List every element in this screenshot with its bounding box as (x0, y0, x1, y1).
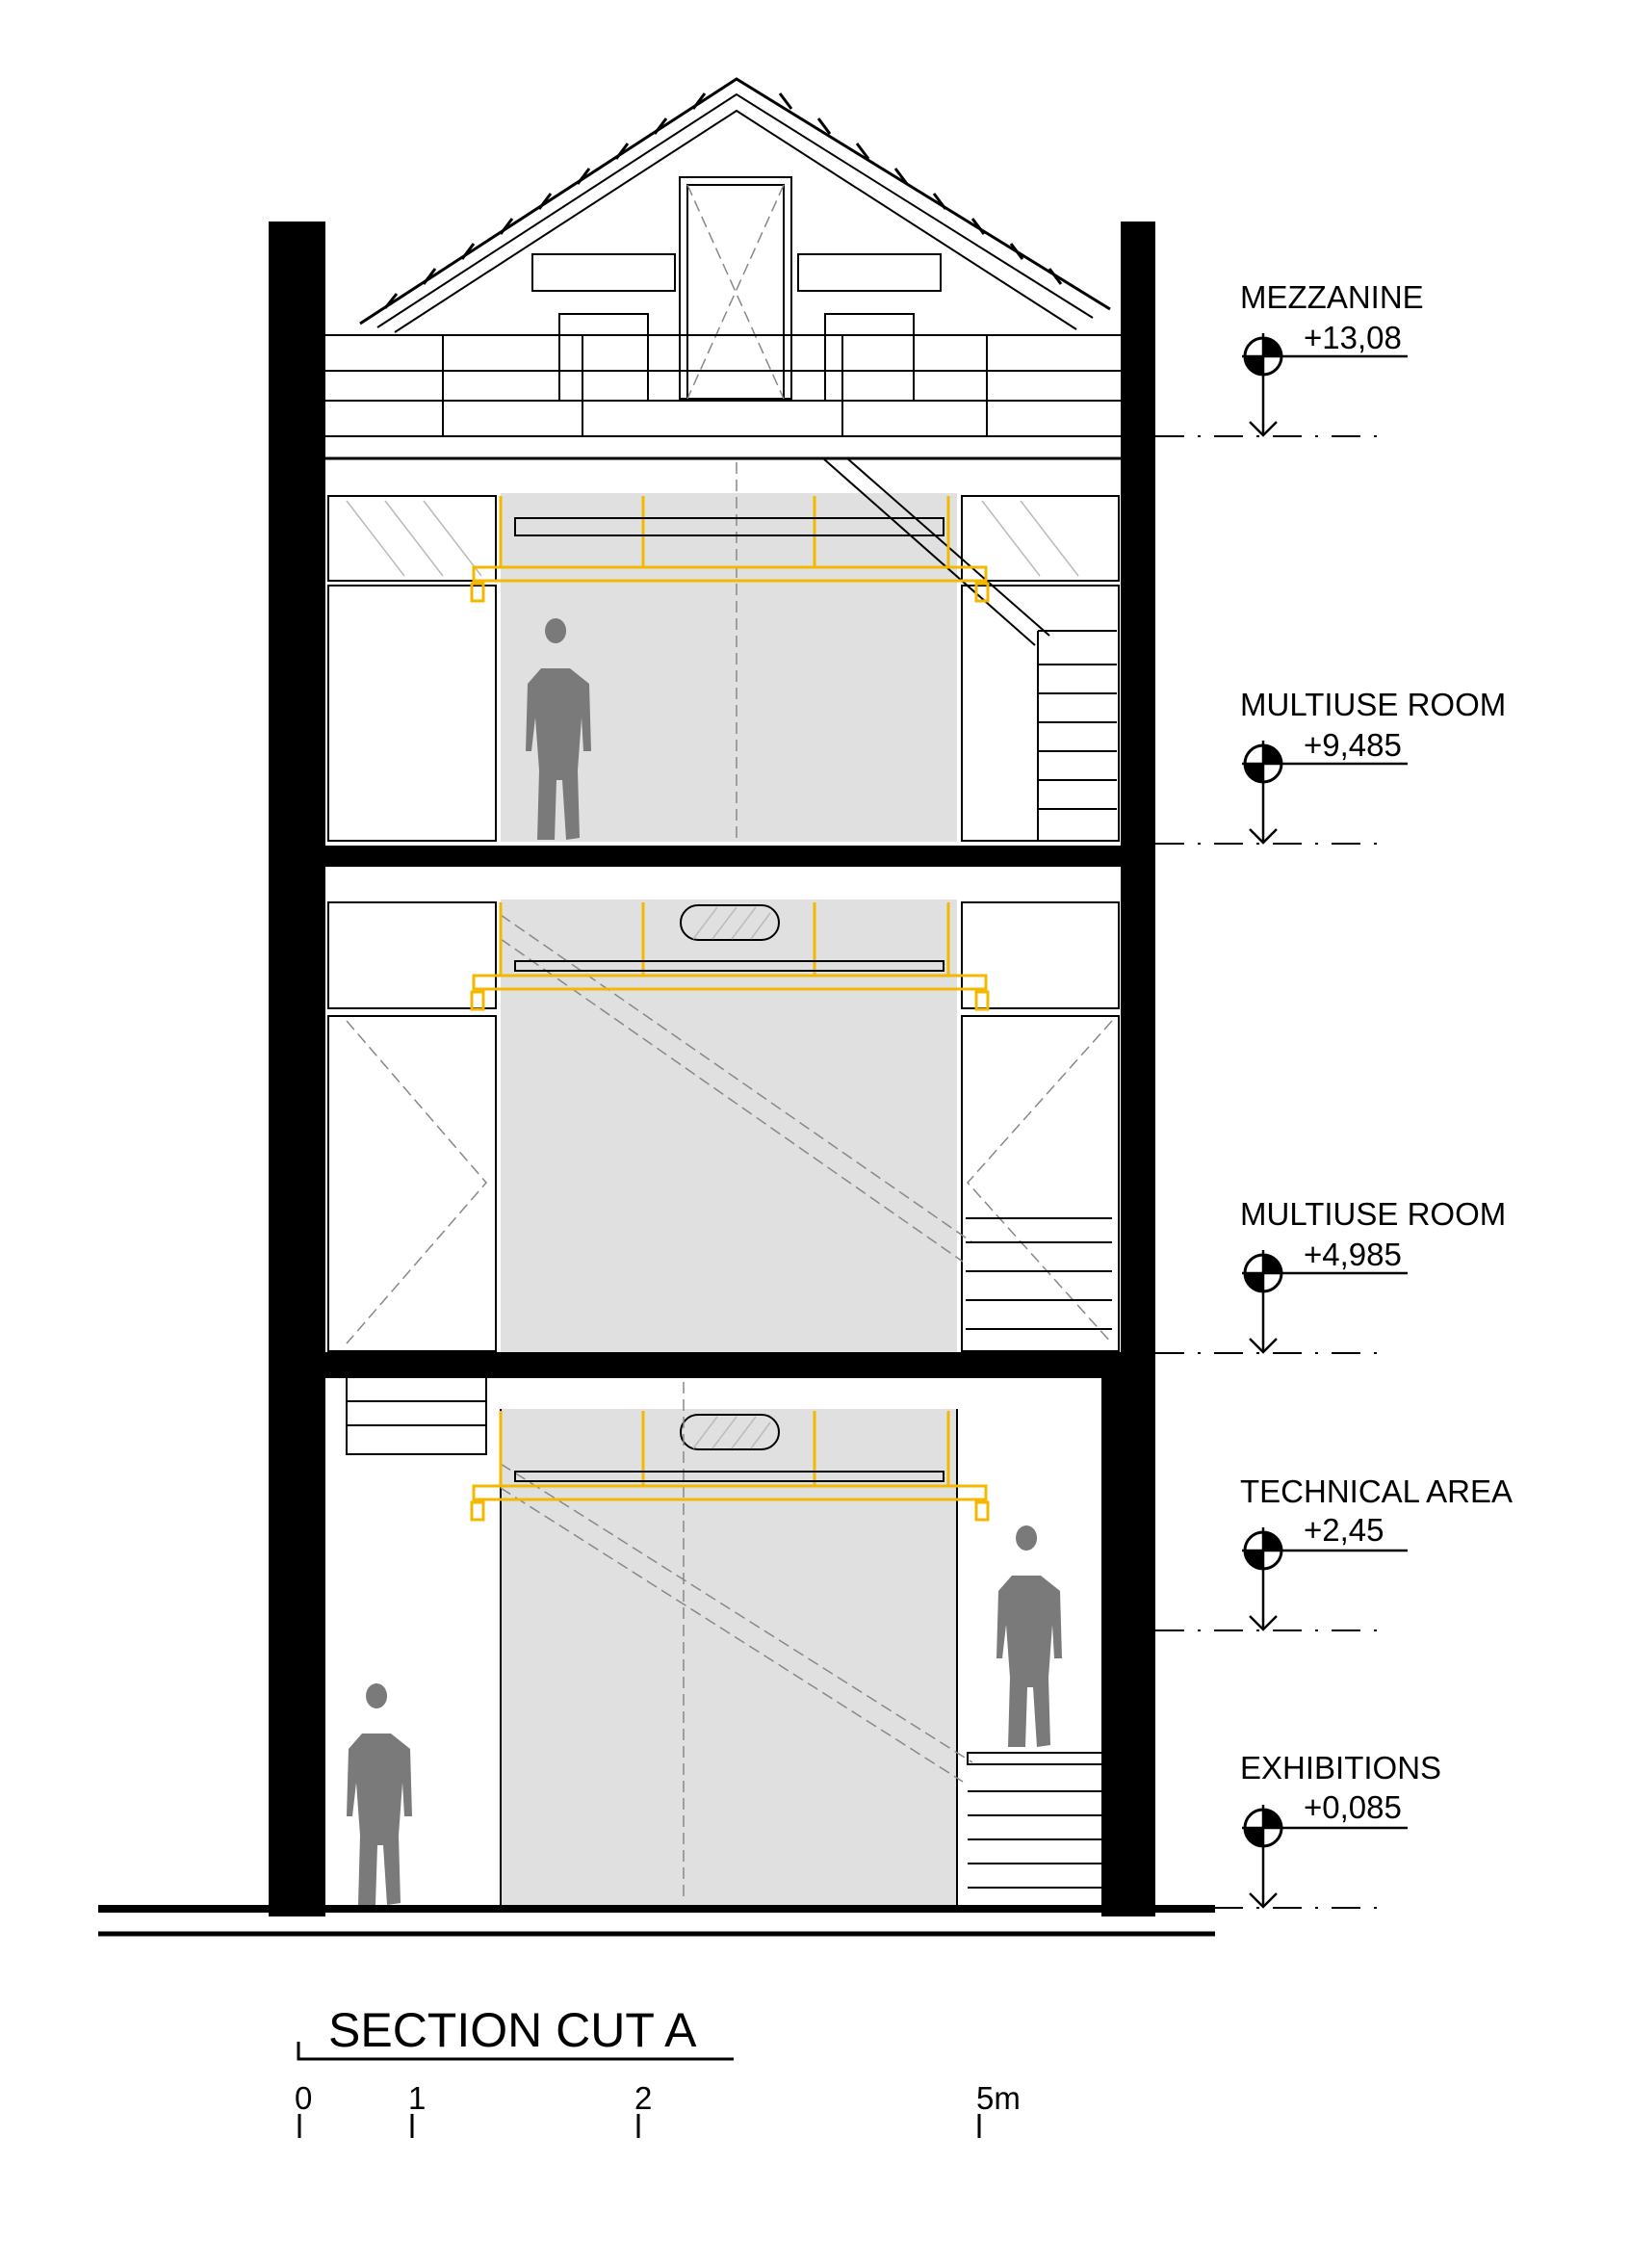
human-figure (996, 1525, 1062, 1747)
human-figures (347, 618, 1062, 1905)
level-elevation: +2,45 (1304, 1512, 1384, 1548)
level-marker-mezzanine: MEZZANINE +13,08 (1155, 279, 1424, 437)
scale-bar: 0 1 2 5m (295, 2080, 1021, 2138)
level-marker-technical: TECHNICAL AREA +2,45 (1155, 1473, 1513, 1631)
level-markers: MEZZANINE +13,08 MULTIUSE ROOM +9,485 MU… (1155, 279, 1513, 1909)
level-marker-multiuse-lower: MULTIUSE ROOM +4,985 (1155, 1196, 1506, 1354)
level-name: EXHIBITIONS (1240, 1750, 1441, 1786)
drawing-title-block: SECTION CUT A (297, 2003, 734, 2061)
scale-tick-label: 5m (976, 2080, 1021, 2116)
level-elevation: +4,985 (1304, 1237, 1402, 1272)
middle-floor-frames (327, 901, 1120, 1352)
level-name: TECHNICAL AREA (1240, 1473, 1513, 1509)
lighting-rig-upper (470, 496, 990, 603)
human-figure (347, 1683, 412, 1905)
lighting-rig-lower (470, 1411, 990, 1522)
scale-tick-label: 0 (295, 2080, 312, 2116)
level-name: MEZZANINE (1240, 279, 1424, 315)
walls (269, 222, 1155, 1916)
roof (359, 77, 1111, 402)
level-marker-exhibitions: EXHIBITIONS +0,085 (1155, 1750, 1441, 1909)
level-name: MULTIUSE ROOM (1240, 687, 1506, 722)
lighting-rig-middle (470, 902, 990, 1011)
lighting-rigs (470, 496, 990, 1522)
level-marker-multiuse-upper: MULTIUSE ROOM +9,485 (1155, 687, 1506, 845)
scale-tick-label: 1 (408, 2080, 426, 2116)
level-name: MULTIUSE ROOM (1240, 1196, 1506, 1232)
drawing-title: SECTION CUT A (328, 2003, 697, 2057)
level-elevation: +9,485 (1304, 727, 1402, 763)
upper-floor-frames (327, 462, 1120, 842)
level-elevation: +0,085 (1304, 1789, 1402, 1825)
level-elevation: +13,08 (1304, 320, 1402, 355)
mezzanine-floor (325, 334, 1121, 646)
floor-slabs (98, 846, 1215, 1913)
scale-tick-label: 2 (634, 2080, 652, 2116)
human-figure (526, 618, 591, 840)
ground-floor-frames (346, 1376, 1108, 1905)
